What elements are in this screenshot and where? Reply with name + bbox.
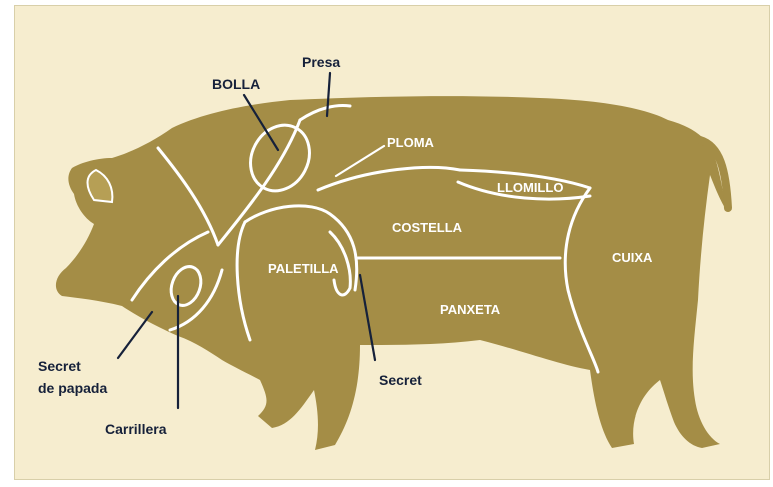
label-costella: COSTELLA bbox=[392, 220, 463, 235]
label-cuixa: CUIXA bbox=[612, 250, 653, 265]
label-bolla: BOLLA bbox=[212, 76, 260, 92]
label-llomillo: LLOMILLO bbox=[497, 180, 563, 195]
pointer-line-secret-papada bbox=[118, 312, 152, 358]
label-presa: Presa bbox=[302, 54, 340, 70]
label-secret-papada-line1: Secret bbox=[38, 358, 81, 374]
label-panxeta: PANXETA bbox=[440, 302, 501, 317]
label-ploma: PLOMA bbox=[387, 135, 435, 150]
label-carrillera: Carrillera bbox=[105, 421, 167, 437]
label-secret-papada-line2: de papada bbox=[38, 380, 107, 396]
label-paletilla: PALETILLA bbox=[268, 261, 339, 276]
label-secret: Secret bbox=[379, 372, 422, 388]
